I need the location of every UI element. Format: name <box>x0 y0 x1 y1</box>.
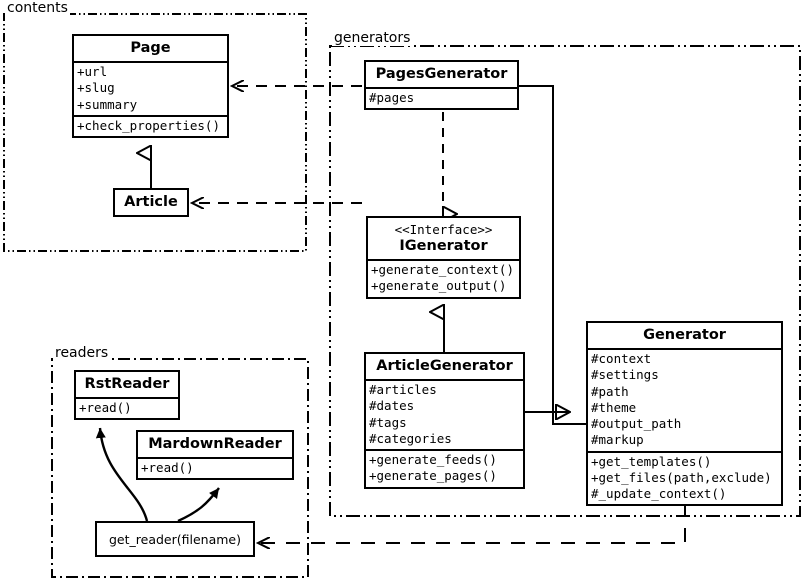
class-article-generator-methods: +generate_feeds() +generate_pages() <box>366 451 523 487</box>
class-generator-methods: +get_templates() +get_files(path,exclude… <box>588 453 781 505</box>
attribute: #settings <box>591 367 659 383</box>
method: +get_files(path,exclude) <box>591 469 772 485</box>
method: +check_properties() <box>77 117 220 133</box>
method: +generate_context() <box>371 262 514 278</box>
method: +read() <box>79 400 132 416</box>
class-article[interactable]: Article <box>113 188 189 218</box>
package-label-contents: contents <box>5 0 70 16</box>
method: +generate_output() <box>371 278 507 294</box>
attribute: #context <box>591 351 652 367</box>
attribute: #markup <box>591 432 644 448</box>
class-igenerator[interactable]: <<Interface>> IGenerator +generate_conte… <box>366 216 521 299</box>
method: #_update_context() <box>591 486 727 502</box>
class-article-generator-attributes: #articles #dates #tags #categories <box>366 381 523 449</box>
attribute: +url <box>77 64 108 80</box>
class-article-title: Article <box>124 194 178 210</box>
class-pages-generator[interactable]: PagesGenerator #pages <box>364 60 519 111</box>
class-page-methods: +check_properties() <box>74 117 227 136</box>
node-get-reader[interactable]: get_reader(filename) <box>95 521 255 557</box>
class-page[interactable]: Page +url +slug +summary +check_properti… <box>72 34 229 139</box>
class-article-generator-title: ArticleGenerator <box>376 358 513 374</box>
attribute: #articles <box>369 382 437 398</box>
class-generator[interactable]: Generator #context #settings #path #them… <box>586 321 783 507</box>
class-rst-reader[interactable]: RstReader +read() <box>74 370 180 421</box>
class-mardown-reader-methods: +read() <box>138 459 292 478</box>
class-generator-title: Generator <box>643 327 726 343</box>
method: +read() <box>141 460 194 476</box>
attribute: #output_path <box>591 416 682 432</box>
class-rst-reader-methods: +read() <box>76 399 178 418</box>
class-mardown-reader-title: MardownReader <box>148 436 282 452</box>
edge-articlegenerator-inherits-generator <box>525 411 586 425</box>
class-pages-generator-title: PagesGenerator <box>375 66 508 82</box>
class-rst-reader-title: RstReader <box>84 376 170 392</box>
method: +get_templates() <box>591 453 712 469</box>
class-igenerator-stereotype: <<Interface>> <box>394 222 493 237</box>
class-pages-generator-attributes: #pages <box>366 89 517 108</box>
class-generator-attributes: #context #settings #path #theme #output_… <box>588 350 781 451</box>
attribute: #path <box>591 383 629 399</box>
node-get-reader-label: get_reader(filename) <box>109 531 241 547</box>
method: +generate_pages() <box>369 468 497 484</box>
attribute: +summary <box>77 96 138 112</box>
class-page-attributes: +url +slug +summary <box>74 63 227 115</box>
attribute: #pages <box>369 90 415 106</box>
attribute: +slug <box>77 80 115 96</box>
attribute: #categories <box>369 430 452 446</box>
attribute: #tags <box>369 414 407 430</box>
class-igenerator-title: <<Interface>> IGenerator <box>368 218 519 259</box>
class-igenerator-name: IGenerator <box>399 238 488 254</box>
package-label-generators: generators <box>332 30 413 46</box>
class-page-title: Page <box>130 40 171 56</box>
class-igenerator-methods: +generate_context() +generate_output() <box>368 261 519 297</box>
edge-generator-depends-getreader <box>258 503 686 543</box>
method: +generate_feeds() <box>369 452 497 468</box>
class-mardown-reader[interactable]: MardownReader +read() <box>136 430 294 481</box>
edge-pagesgenerator-inherits-generator <box>519 85 570 412</box>
attribute: #theme <box>591 399 637 415</box>
class-article-generator[interactable]: ArticleGenerator #articles #dates #tags … <box>364 352 525 489</box>
attribute: #dates <box>369 398 415 414</box>
package-label-readers: readers <box>53 345 111 361</box>
edge-getreader-creates-mardownreader <box>177 487 220 523</box>
